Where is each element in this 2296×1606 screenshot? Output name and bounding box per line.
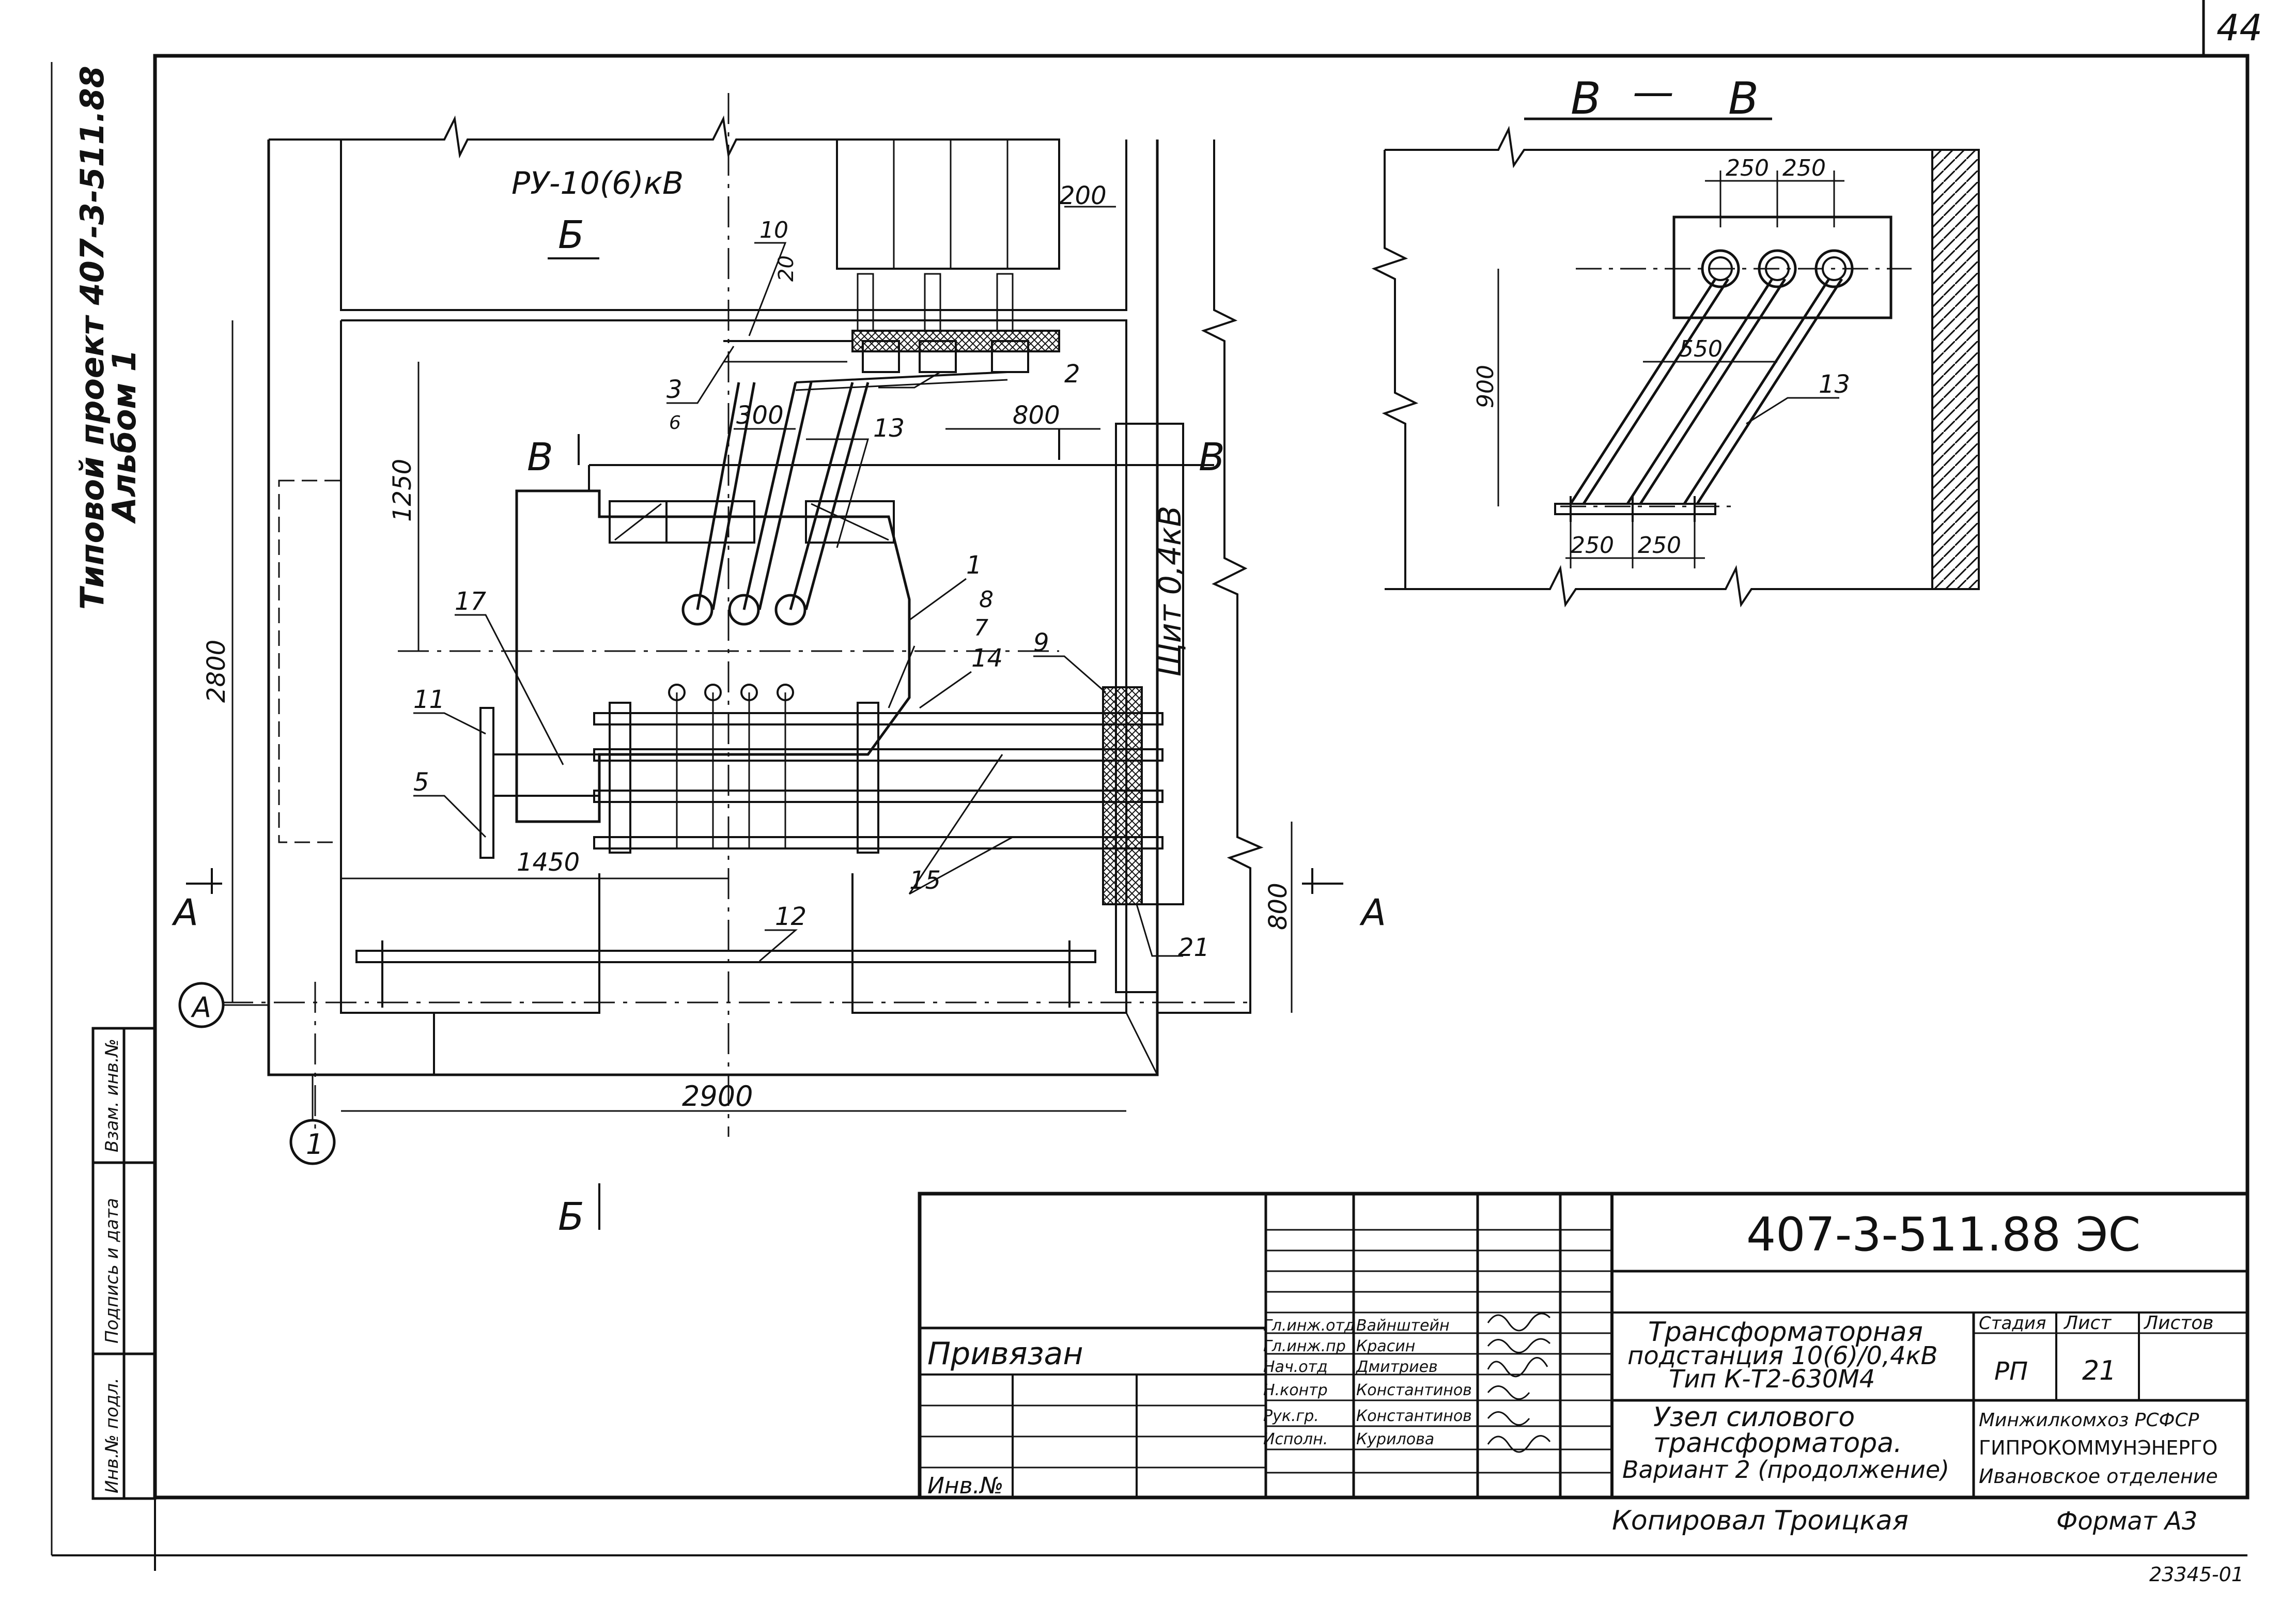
sheet-title-2: трансформатора. (1653, 1428, 1902, 1459)
name-1: Вайнштейн (1356, 1317, 1450, 1335)
section-vv-title-dash: — (1633, 68, 1674, 116)
callout-9: 9 (1033, 628, 1049, 657)
role-6: Исполн. (1263, 1430, 1328, 1448)
section-vv-dim-250c: 250 (1571, 532, 1614, 559)
callout-7: 7 (974, 615, 988, 641)
dim-20: 20 (774, 255, 798, 282)
section-v-left: В (527, 435, 553, 480)
callout-11: 11 (413, 685, 445, 714)
signatories: Гл.инж.отд Гл.инж.пр Нач.отд Н.контр Рук… (1263, 1317, 1472, 1448)
section-a-left: А (172, 891, 198, 934)
sheets-header: Листов (2143, 1312, 2213, 1334)
side-label: Типовой проект 407-3-511.88 Альбом 1 (73, 66, 143, 610)
role-5: Рук.гр. (1263, 1407, 1319, 1425)
signatures (1487, 1312, 1551, 1453)
dim-1250: 1250 (388, 459, 417, 522)
role-4: Н.контр (1263, 1381, 1328, 1399)
role-1: Гл.инж.отд (1263, 1317, 1355, 1335)
title-line-1: Трансформаторная (1648, 1317, 1923, 1348)
callout-3: 3 (666, 375, 682, 404)
section-vv-dim-900: 900 (1472, 365, 1499, 408)
callout-15: 15 (909, 866, 941, 895)
dim-200: 200 (1059, 181, 1107, 210)
org-line-3: Ивановское отделение (1979, 1465, 2218, 1488)
doc-code: 407-3-511.88 ЭС (1746, 1208, 2140, 1262)
inv-no-label: Инв.№ (927, 1473, 1003, 1499)
name-6: Курилова (1356, 1430, 1434, 1448)
title-lines: Трансформаторная подстанция 10(6)/0,4кВ … (1622, 1317, 1949, 1484)
stage-header: Стадия (1979, 1313, 2046, 1334)
dim-2800: 2800 (202, 640, 231, 703)
callout-17: 17 (455, 587, 487, 616)
dim-2900: 2900 (682, 1080, 753, 1113)
left-stamp-sign-date: Подпись и дата (102, 1198, 122, 1344)
org-lines: Минжилкомхоз РСФСР ГИПРОКОММУНЭНЕРГО Ива… (1979, 1410, 2218, 1488)
sheet-number: 44 (2216, 7, 2262, 49)
section-b-top: Б (558, 213, 584, 257)
side-label-album: Альбом 1 (105, 349, 143, 524)
name-5: Константинов (1356, 1407, 1472, 1425)
role-3: Нач.отд (1263, 1358, 1328, 1376)
title-block-grid (918, 1192, 2250, 1500)
callout-5: 5 (413, 768, 429, 797)
section-a-right: А (1359, 891, 1386, 934)
dim-800-top: 800 (1013, 401, 1060, 430)
name-3: Дмитриев (1355, 1358, 1438, 1376)
callout-13: 13 (873, 414, 905, 443)
callout-10: 10 (759, 217, 788, 243)
plan-view (178, 93, 1343, 1230)
stage-value: РП (1994, 1357, 2028, 1386)
section-vv-dim-550: 550 (1679, 336, 1723, 362)
sheet-title-1: Узел силового (1653, 1402, 1855, 1433)
callouts: 1 2 3 6 7 8 9 10 11 5 12 13 14 15 17 21 (413, 217, 1209, 962)
left-stamp-replace: Взам. инв.№ (102, 1039, 122, 1152)
callout-2: 2 (1064, 360, 1080, 389)
sheet-header: Лист (2063, 1312, 2112, 1334)
org-line-1: Минжилкомхоз РСФСР (1979, 1410, 2199, 1431)
section-vv-dim-250d: 250 (1638, 532, 1681, 559)
ru-label: РУ-10(6)кВ (511, 165, 684, 202)
section-vv-dim-250b: 250 (1782, 155, 1826, 181)
callout-12: 12 (775, 902, 806, 931)
callout-14: 14 (971, 644, 1003, 673)
order-number: 23345-01 (2149, 1563, 2244, 1586)
axis-a-label: А (191, 991, 211, 1024)
callout-1: 1 (966, 551, 982, 580)
callout-8: 8 (979, 586, 994, 613)
axis-1-label: 1 (306, 1128, 323, 1161)
section-vv-view (1371, 117, 1980, 608)
left-stamp-inv: Инв.№ подл. (102, 1378, 122, 1493)
section-b-bottom: Б (558, 1195, 584, 1239)
sheet-value: 21 (2082, 1355, 2116, 1386)
side-label-project: Типовой проект 407-3-511.88 (73, 66, 111, 610)
name-4: Константинов (1356, 1381, 1472, 1399)
privyazan-label: Привязан (927, 1336, 1083, 1372)
title-line-3: Тип К-Т2-630М4 (1669, 1365, 1875, 1394)
section-vv-title-right: В (1728, 73, 1759, 125)
callout-21: 21 (1178, 933, 1209, 962)
dim-300: 300 (736, 401, 784, 430)
name-2: Красин (1356, 1337, 1415, 1355)
role-2: Гл.инж.пр (1263, 1337, 1346, 1355)
section-vv-callout-13: 13 (1819, 370, 1850, 399)
sheet-title-3: Вариант 2 (продолжение) (1622, 1456, 1949, 1484)
shield-label: Щит 0,4кВ (1152, 506, 1188, 677)
dim-800-right: 800 (1264, 883, 1293, 930)
copied-by: Копировал Троицкая (1612, 1505, 1909, 1536)
title-line-2: подстанция 10(6)/0,4кВ (1627, 1341, 1938, 1370)
callout-6: 6 (669, 412, 681, 434)
section-vv-title-left: В (1571, 73, 1601, 125)
format-label: Формат А3 (2056, 1507, 2197, 1536)
org-line-2: ГИПРОКОММУНЭНЕРГО (1979, 1437, 2217, 1459)
section-vv-dim-250a: 250 (1726, 155, 1769, 181)
dim-1450: 1450 (517, 848, 580, 877)
section-v-right: В (1199, 435, 1225, 480)
left-stamp (91, 1027, 157, 1500)
